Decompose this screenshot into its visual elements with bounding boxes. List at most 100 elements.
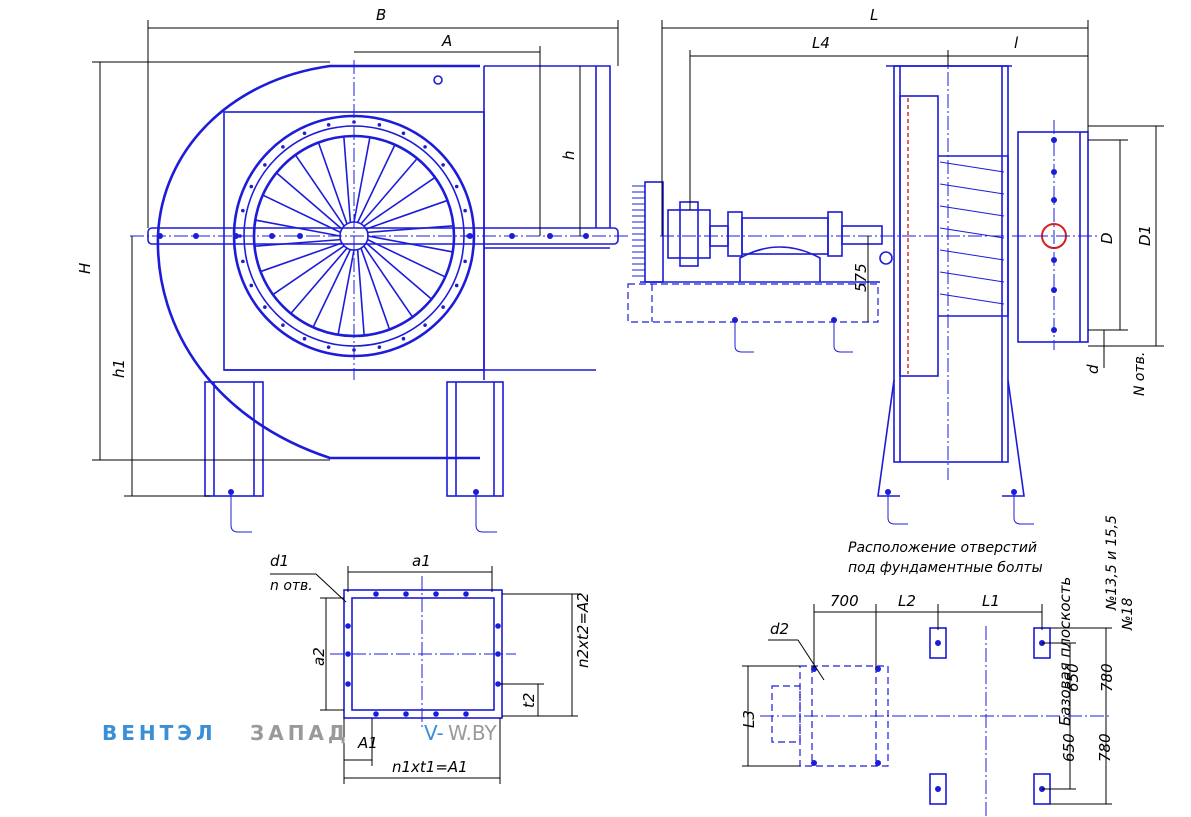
impeller-blade <box>317 142 348 225</box>
dim-D1: D1 <box>1136 225 1154 246</box>
ring-bolt <box>454 283 459 288</box>
ring-bolt <box>423 145 427 149</box>
impeller-blade <box>363 245 414 318</box>
impeller-blade <box>290 247 348 315</box>
ring-bolt <box>249 184 254 189</box>
ring-bolt <box>241 208 245 213</box>
impeller-blade <box>272 245 345 296</box>
impeller-blade <box>262 194 341 234</box>
inlet-bolt <box>1051 137 1057 143</box>
ring-bolt <box>326 123 331 127</box>
impeller-blade <box>360 247 391 330</box>
label-N-holes: N отв. <box>1132 352 1148 396</box>
brand-part1: ВЕНТЭЛ <box>102 721 217 745</box>
impeller-blade <box>255 219 341 237</box>
dim-d: d <box>1084 364 1102 374</box>
dim-650-bot: 650 <box>1060 733 1078 762</box>
label-base-plane: Базовая плоскость <box>1056 577 1074 726</box>
impeller-blade <box>367 225 454 234</box>
base-frame <box>627 283 879 323</box>
ring-bolt <box>281 323 285 327</box>
label-n-holes: n отв. <box>270 578 313 594</box>
dim-780-bot: 780 <box>1096 733 1114 762</box>
flange-bolt <box>269 233 275 239</box>
outlet-outline <box>484 65 611 228</box>
impeller-blade <box>275 172 343 230</box>
flange-hole <box>433 591 439 597</box>
anchor-bolt-right <box>475 490 497 533</box>
brand-part3: V- <box>424 721 444 745</box>
ring-bolt <box>326 345 331 349</box>
impeller-blade <box>343 136 352 223</box>
flange-hole <box>463 711 469 717</box>
flange-hole <box>403 711 409 717</box>
foundation-plan: Расположение отверстий под фундаментные … <box>740 515 1136 817</box>
flange-bolt <box>583 233 589 239</box>
impeller-spokes <box>254 136 454 336</box>
inlet-flange <box>1017 131 1089 343</box>
ring-bolt <box>263 163 267 167</box>
right-leg <box>446 381 504 497</box>
brand-part4: W.BY <box>448 721 497 745</box>
flange-hole <box>345 623 351 629</box>
coupling <box>667 209 711 259</box>
impeller-blade <box>367 238 446 278</box>
impeller-blade <box>356 144 396 223</box>
dim-L2: L2 <box>898 592 916 610</box>
ring-bolt <box>423 323 427 327</box>
ring-bolt <box>463 259 467 264</box>
impeller-blade <box>260 242 343 273</box>
caption-line1: Расположение отверстий <box>848 540 1037 556</box>
volute-outline <box>156 64 480 460</box>
ring-bolt <box>377 123 382 127</box>
label-size-18: №18 <box>1120 598 1136 631</box>
dim-D: D <box>1098 232 1116 244</box>
dim-d1: d1 <box>270 552 289 570</box>
dim-H: H <box>76 263 94 274</box>
impeller-blade <box>353 137 371 223</box>
flange-bolt <box>157 233 163 239</box>
brand-watermark: ВЕНТЭЛ ЗАПАД V- W.BY <box>102 721 497 745</box>
dim-L1: L1 <box>982 592 1000 610</box>
dim-L3: L3 <box>740 710 758 728</box>
dim-d2: d2 <box>770 620 789 638</box>
impeller-blade <box>363 176 436 227</box>
flange-hole <box>373 591 379 597</box>
flange-bolt <box>547 233 553 239</box>
ring-bolt <box>302 131 307 136</box>
flange-hole <box>495 651 501 657</box>
flange-hole <box>403 591 409 597</box>
ring-bolt <box>454 184 459 189</box>
dim-A: A <box>441 32 452 50</box>
impeller-blade <box>254 238 341 247</box>
dim-a1: a1 <box>412 552 431 570</box>
anchor-bolt-left <box>230 490 252 533</box>
dim-B: B <box>376 6 386 24</box>
ring-bolt <box>249 283 254 288</box>
housing-side <box>893 65 1009 463</box>
ring-bolt <box>441 305 445 309</box>
flange-hole <box>373 711 379 717</box>
impeller-blade <box>337 249 355 335</box>
dim-650-top: 650 <box>1064 663 1082 692</box>
ring-bolt <box>401 336 406 341</box>
ring-bolt <box>241 259 245 264</box>
dim-A1: A1 <box>357 734 378 752</box>
front-dimensions: B A H h h1 <box>76 6 619 497</box>
impeller-blade <box>294 154 345 227</box>
flange-bolt <box>467 233 473 239</box>
dim-n2t2: n2xt2=A2 <box>574 592 592 668</box>
ring-bolt <box>377 345 382 349</box>
label-sizes-13-15: №13,5 и 15,5 <box>1104 515 1120 611</box>
inlet-bolt <box>1051 287 1057 293</box>
dim-h1: h1 <box>110 359 128 378</box>
side-view <box>627 50 1100 525</box>
ring-bolt <box>401 131 406 136</box>
motor-fins <box>644 181 664 283</box>
left-leg <box>204 381 264 497</box>
impeller-blade <box>367 235 453 253</box>
dim-L4: L4 <box>812 34 830 52</box>
impeller-blade <box>312 249 352 328</box>
impeller-blade <box>365 242 433 300</box>
